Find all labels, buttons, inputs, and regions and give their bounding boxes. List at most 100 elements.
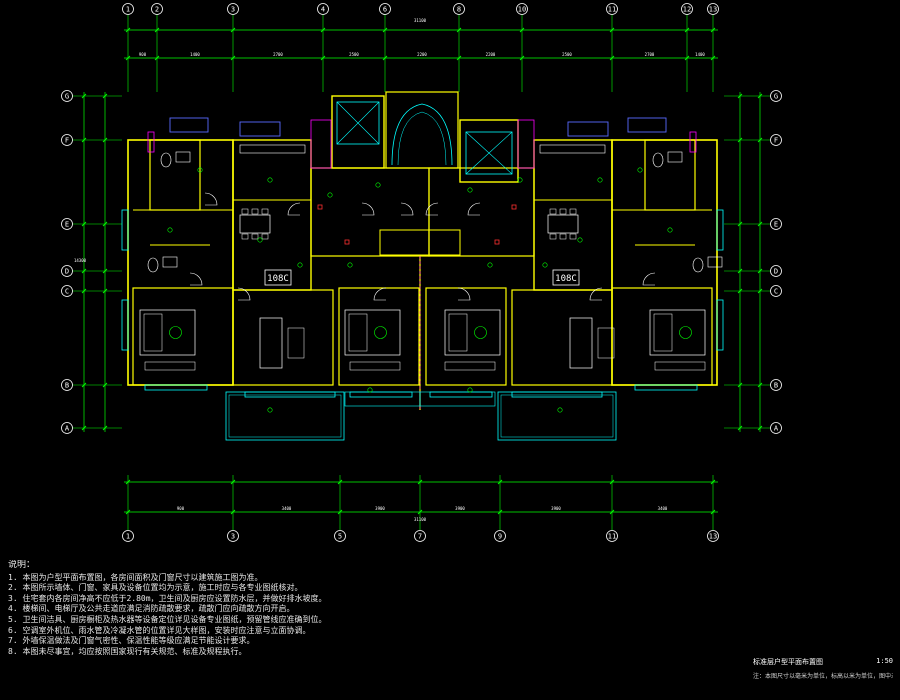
axis-bubble-left: D: [65, 268, 69, 276]
dimension-tick: [497, 479, 503, 485]
dimension-tick: [757, 288, 763, 294]
toilet: [147, 257, 159, 273]
bed-pillow: [448, 313, 468, 352]
dimension-tick: [684, 27, 690, 33]
dimension-tick: [102, 93, 108, 99]
dimension-tick: [737, 221, 743, 227]
kitchen-counter: [239, 144, 306, 154]
dimension-text-bottom: 3900: [455, 506, 465, 511]
electrical-symbol: [327, 192, 333, 198]
design-notes: 说明： 1. 本图为户型平面布置图，各房间面积及门窗尺寸以建筑施工图为准。 2.…: [8, 560, 698, 657]
dimension-tick: [737, 288, 743, 294]
window-side: [716, 209, 724, 251]
dimension-tick: [757, 268, 763, 274]
dimension-tick: [81, 137, 87, 143]
bed: [444, 309, 501, 356]
top-total-dimension: 31100: [414, 18, 427, 23]
dimension-tick: [757, 137, 763, 143]
axis-bubble-bottom-circle: [494, 530, 506, 542]
furniture: [139, 144, 723, 413]
axis-bubble-right: C: [774, 288, 778, 296]
bed-plant: [679, 326, 692, 339]
window-south: [429, 391, 493, 398]
fire-symbol: [317, 204, 323, 210]
wall-lobby-left: [310, 167, 430, 257]
dimension-tick: [102, 425, 108, 431]
dining-chair: [261, 233, 269, 240]
wall-corridor: [379, 229, 461, 256]
dimension-text-top: 2500: [349, 52, 359, 57]
axis-bubble-top: 11: [608, 6, 616, 14]
elevator-car: [336, 101, 380, 145]
axis-bubble-left-circle: [61, 90, 73, 102]
axis-bubble-top: 2: [155, 6, 159, 14]
axis-bubble-top: 12: [683, 6, 691, 14]
wall-left-master: [338, 287, 420, 386]
electrical-symbol: [257, 237, 263, 243]
dining-chair: [549, 233, 557, 240]
dimension-tick: [519, 27, 525, 33]
bottom-total-dimension: 31100: [414, 517, 427, 522]
axis-bubble-right: D: [774, 268, 778, 276]
axis-bubble-bottom: 3: [231, 533, 235, 541]
note-item: 5. 卫生间洁具、厨房橱柜及热水器等设备定位详见设备专业图纸，预留管线应准确到位…: [8, 614, 327, 624]
dimension-tick: [737, 425, 743, 431]
axis-bubble-top-circle: [122, 3, 134, 15]
wash-basin: [707, 256, 723, 268]
dimension-tick: [230, 479, 236, 485]
electrical-symbol: [637, 167, 643, 173]
dimension-tick: [737, 137, 743, 143]
dimension-tick: [230, 55, 236, 61]
axis-bubble-right: B: [774, 382, 778, 390]
wall-right-outer: [611, 139, 718, 386]
dimension-tick: [102, 288, 108, 294]
note-item: 3. 住宅套内各房间净高不应低于2.80m，卫生间及厨房应设置防水层，并做好排水…: [8, 593, 327, 603]
axis-bubble-top: 6: [383, 6, 387, 14]
dimension-tick: [81, 425, 87, 431]
coffee-table: [287, 327, 305, 359]
dimension-tick: [230, 27, 236, 33]
toilet: [692, 257, 704, 273]
wall-stair: [385, 91, 459, 169]
dimension-tick: [456, 27, 462, 33]
wardrobe: [444, 361, 496, 371]
axis-bubble-right-circle: [770, 422, 782, 434]
dimension-tick: [737, 93, 743, 99]
dimension-tick: [710, 55, 716, 61]
balcony-left-inner: [228, 394, 342, 438]
electrical-symbol: [367, 387, 373, 393]
dimension-text-bottom: 3900: [551, 506, 561, 511]
axis-bubble-top-circle: [227, 3, 239, 15]
notes-title: 说明：: [8, 560, 36, 570]
window-north: [627, 117, 667, 133]
window-south: [634, 384, 698, 391]
dimension-text-top: 2700: [273, 52, 283, 57]
note-item: 2. 本图所示墙体、门窗、家具及设备位置均为示意，施工时应与各专业图纸核对。: [8, 583, 303, 593]
axis-bubble-top: 13: [709, 6, 717, 14]
electrical-symbol: [597, 177, 603, 183]
title-block: 标准层户型平面布置图 1:50 注：本图尺寸以毫米为单位，标高以米为单位，图中未…: [753, 657, 893, 680]
door-swing: [457, 287, 471, 301]
window-side: [716, 299, 724, 351]
dining-chair: [241, 233, 249, 240]
axis-bubble-right-circle: [770, 379, 782, 391]
axis-bubble-left-circle: [61, 422, 73, 434]
axis-bubble-left-circle: [61, 379, 73, 391]
dimension-tick: [757, 93, 763, 99]
dimension-text-top: 2200: [417, 52, 427, 57]
dimension-text-top: 2500: [562, 52, 572, 57]
balcony-left: [225, 391, 345, 441]
dining-chair: [251, 208, 259, 215]
wardrobe: [654, 361, 706, 371]
bed: [344, 309, 401, 356]
dimension-tick: [757, 382, 763, 388]
dimension-tick: [337, 479, 343, 485]
axis-bubble-top-circle: [707, 3, 719, 15]
dimension-tick: [102, 268, 108, 274]
axis-bubble-left-circle: [61, 285, 73, 297]
axis-bubble-bottom-circle: [122, 530, 134, 542]
axis-bubble-bottom: 7: [418, 533, 422, 541]
bay-right: [419, 391, 496, 407]
wall-right-bath: [644, 139, 696, 211]
